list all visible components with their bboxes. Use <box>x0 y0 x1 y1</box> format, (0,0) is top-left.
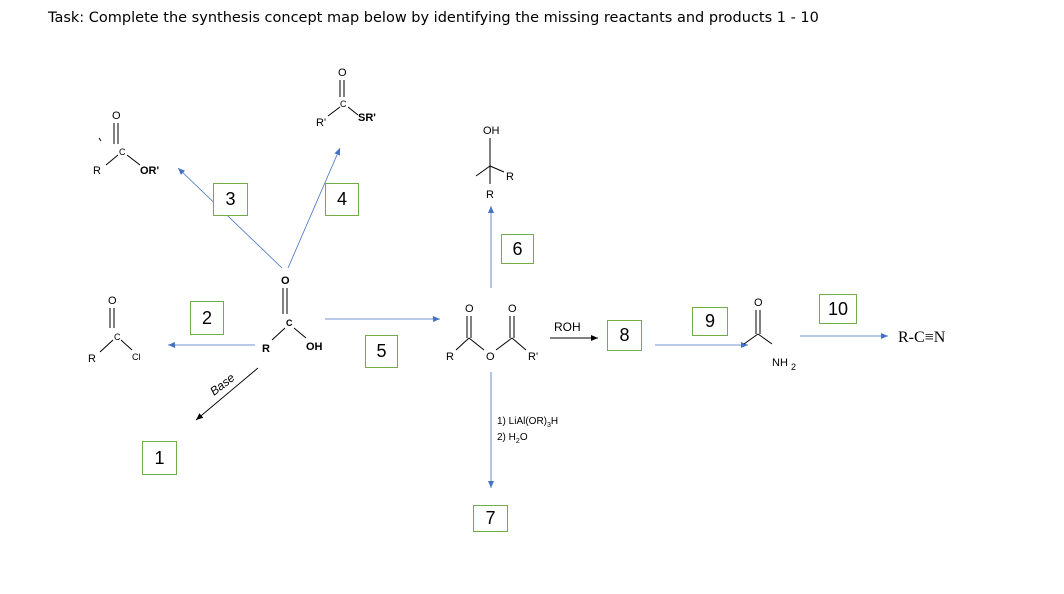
anhydride-oxygen-3: O <box>486 351 495 363</box>
ester-oxygen: O <box>112 110 121 122</box>
box-8: 8 <box>607 320 642 351</box>
amide-nh-subscript: 2 <box>791 362 796 372</box>
box-5: 5 <box>365 335 398 368</box>
anhydride-oxygen-1: O <box>465 303 474 315</box>
acid-oh: OH <box>306 341 323 353</box>
thioester-r: R' <box>316 117 326 129</box>
ester-r: R <box>93 165 101 177</box>
molecule-amide: O NH 2 <box>743 297 796 372</box>
box-1: 1 <box>142 441 177 475</box>
molecule-ester: O C R OR' <box>93 110 160 177</box>
box-4: 4 <box>325 183 359 216</box>
acid-chloride-cl: Cl <box>132 352 141 362</box>
amide-oxygen: O <box>754 297 763 309</box>
reagent-lialh-step2-tail: O <box>520 432 528 443</box>
alcohol-r1: R <box>506 171 514 183</box>
molecule-nitrile: R-C≡N <box>898 329 946 346</box>
reagent-lialh-step1: 1) LiAl(OR) <box>497 416 547 427</box>
anhydride-oxygen-2: O <box>508 303 517 315</box>
box-7: 7 <box>473 505 508 532</box>
reagent-lialh-block: 1) LiAl(OR)3H 2) H2O <box>497 416 558 445</box>
box-10: 10 <box>819 294 857 324</box>
arrow-to-ester <box>177 167 283 269</box>
reagent-lialh-step1-tail: H <box>551 416 558 427</box>
molecule-anhydride: O O R O R' <box>446 303 538 363</box>
reagent-lialh-step1-subscript: 3 <box>547 422 551 429</box>
thioester-sr: SR' <box>358 112 376 124</box>
anhydride-r1: R <box>446 351 454 363</box>
ester-or: OR' <box>140 165 160 177</box>
anhydride-r2: R' <box>528 351 538 363</box>
reagent-base: Base <box>207 370 237 398</box>
box-2: 2 <box>190 301 224 335</box>
svg-text:2) H2O: 2) H2O <box>497 432 528 445</box>
acid-chloride-carbon: C <box>114 332 121 342</box>
amide-nh: NH <box>772 357 788 369</box>
acid-chloride-r: R <box>88 353 96 365</box>
thioester-carbon: C <box>340 99 347 109</box>
reagent-lialh-step2: 2) H <box>497 432 516 443</box>
acid-oxygen: O <box>281 275 290 287</box>
molecule-thioester: O C R' SR' <box>316 67 376 129</box>
reagent-lialh-step2-subscript: 2 <box>516 438 520 445</box>
molecule-alcohol: OH R R <box>475 125 514 201</box>
svg-text:1) LiAl(OR)3H: 1) LiAl(OR)3H <box>497 416 558 429</box>
alcohol-oh: OH <box>483 125 500 137</box>
alcohol-r2: R <box>486 189 494 201</box>
thioester-oxygen: O <box>338 67 347 79</box>
molecule-carboxylic-acid: O C R OH <box>262 275 323 355</box>
molecule-acid-chloride: O C R Cl <box>88 295 141 365</box>
acid-r: R <box>262 343 270 355</box>
arrow-to-thioester <box>287 147 341 269</box>
arrow-base-to-1 <box>195 367 259 421</box>
box-6: 6 <box>501 234 534 264</box>
acid-chloride-oxygen: O <box>108 295 117 307</box>
task-instructions: Task: Complete the synthesis concept map… <box>48 10 819 26</box>
ester-carbon: C <box>119 147 126 157</box>
box-9: 9 <box>692 307 728 336</box>
reagent-roh: ROH <box>554 320 581 334</box>
acid-carbon: C <box>286 318 293 328</box>
box-3: 3 <box>213 183 248 216</box>
